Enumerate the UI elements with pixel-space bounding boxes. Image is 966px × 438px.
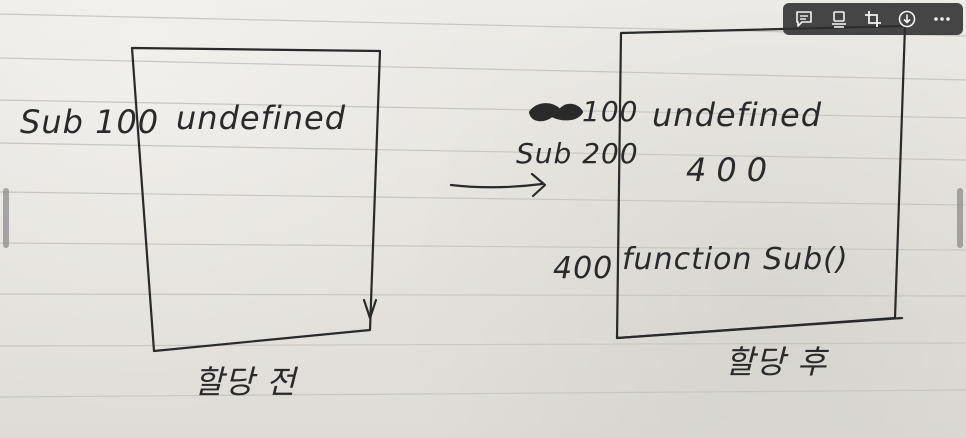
before-box-arrow-tail	[362, 298, 378, 320]
after-address-bottom: 400	[553, 251, 614, 286]
before-cell-value: undefined	[176, 99, 346, 137]
image-viewer-toolbar	[783, 3, 963, 35]
after-caption: 할당 후	[725, 343, 828, 381]
scribbled-address	[528, 103, 584, 122]
before-caption: 할당 전	[194, 363, 297, 401]
speech-bubble-icon	[796, 11, 812, 27]
download-button[interactable]	[893, 6, 921, 32]
left-scroll-handle[interactable]	[3, 188, 9, 248]
crop-button[interactable]	[859, 6, 887, 32]
after-cell-top: undefined	[652, 96, 822, 134]
transition-arrow	[449, 182, 544, 189]
more-icon	[933, 17, 950, 21]
before-memory-box	[130, 46, 382, 353]
comment-button[interactable]	[790, 6, 818, 32]
transition-arrow-head	[530, 172, 547, 198]
after-box-bottom-line	[615, 316, 904, 340]
right-scroll-handle[interactable]	[957, 188, 963, 248]
after-cell-mid: 400	[686, 151, 778, 189]
card-stack-icon	[831, 11, 846, 28]
after-address-top: 100	[582, 95, 639, 128]
more-options-button[interactable]	[928, 6, 956, 32]
after-variable-label: Sub 200	[516, 137, 639, 170]
after-cell-bottom: function Sub()	[622, 242, 849, 277]
card-view-button[interactable]	[825, 6, 853, 32]
download-icon	[899, 10, 916, 28]
crop-icon	[864, 11, 881, 27]
before-variable-label: Sub 100	[20, 103, 160, 141]
